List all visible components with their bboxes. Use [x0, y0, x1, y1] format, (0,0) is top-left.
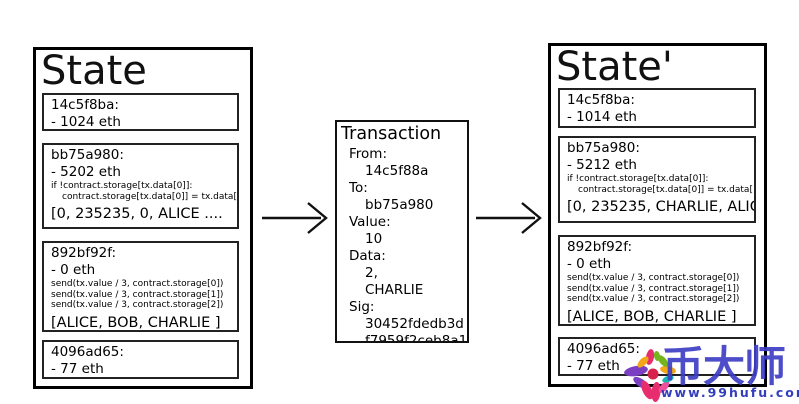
right-state-box: State' 14c5f8ba: - 1014 eth bb75a980: - …: [548, 43, 767, 387]
account-code-line: contract.storage[tx.data[0]] = tx.data[1…: [578, 184, 756, 195]
account-balance: - 77 eth: [567, 358, 620, 374]
flower-logo-icon: [624, 349, 676, 402]
account-balance: - 5202 eth: [51, 164, 121, 180]
tx-data-value: 2,: [365, 265, 378, 281]
account-storage-array: [ALICE, BOB, CHARLIE ]: [51, 314, 221, 331]
account-code-line: send(tx.value / 3, contract.storage[1]): [567, 283, 740, 294]
account-code-line: if !contract.storage[tx.data[0]]:: [51, 181, 193, 191]
account-box-bb75a980: bb75a980: - 5202 eth if !contract.storag…: [42, 143, 239, 229]
tx-from-value: 14c5f88a: [365, 163, 429, 179]
tx-sig-label: Sig:: [349, 299, 375, 315]
account-code-line: send(tx.value / 3, contract.storage[2]): [567, 294, 740, 304]
account-code-line: send(tx.value / 3, contract.storage[0]): [567, 273, 740, 283]
arrow-transaction-to-state-icon: [476, 202, 542, 234]
account-storage-array: [0, 235235, CHARLIE, ALICE ..: [567, 199, 754, 215]
account-box-14c5f8ba: 14c5f8ba: - 1014 eth: [558, 88, 756, 128]
account-balance: - 1014 eth: [567, 109, 637, 125]
tx-to-value: bb75a980: [365, 197, 434, 213]
tx-value-value: 10: [365, 231, 383, 247]
account-box-14c5f8ba: 14c5f8ba: - 1024 eth: [42, 93, 239, 131]
tx-data-value: CHARLIE: [365, 282, 424, 298]
account-address: bb75a980:: [567, 140, 640, 156]
account-code-line: send(tx.value / 3, contract.storage[1]): [51, 289, 224, 300]
account-address: bb75a980:: [51, 147, 124, 163]
account-balance: - 0 eth: [51, 262, 96, 278]
account-address: 4096ad65:: [567, 341, 640, 357]
account-storage-array: [0, 235235, 0, ALICE ....: [51, 206, 223, 222]
account-box-bb75a980: bb75a980: - 5212 eth if !contract.storag…: [558, 136, 756, 223]
right-state-title: State': [556, 44, 673, 90]
account-balance: - 0 eth: [567, 256, 612, 272]
account-balance: - 1024 eth: [51, 114, 121, 130]
account-box-4096ad65: 4096ad65: - 77 eth: [42, 340, 239, 379]
account-storage-array: [ALICE, BOB, CHARLIE ]: [567, 308, 737, 325]
account-address: 892bf92f:: [567, 239, 633, 255]
left-state-title: State: [41, 48, 147, 94]
account-address: 4096ad65:: [51, 344, 124, 360]
account-code-line: send(tx.value / 3, contract.storage[0]): [51, 279, 224, 289]
account-address: 14c5f8ba:: [567, 92, 635, 108]
tx-sig-value: 30452fdedb3d: [365, 316, 464, 332]
account-box-892bf92f: 892bf92f: - 0 eth send(tx.value / 3, con…: [558, 235, 756, 326]
account-code-line: send(tx.value / 3, contract.storage[2]): [51, 300, 224, 310]
account-code-line: if !contract.storage[tx.data[0]]:: [567, 174, 709, 184]
tx-sig-value: f7959f2ceb8a1: [365, 333, 468, 343]
arrow-state-to-transaction-icon: [262, 202, 328, 234]
tx-data-label: Data:: [349, 248, 386, 264]
account-address: 892bf92f:: [51, 245, 117, 261]
transaction-box: Transaction From: 14c5f88a To: bb75a980 …: [335, 120, 469, 343]
account-balance: - 77 eth: [51, 361, 104, 377]
account-box-892bf92f: 892bf92f: - 0 eth send(tx.value / 3, con…: [42, 241, 239, 332]
account-address: 14c5f8ba:: [51, 97, 119, 113]
transaction-title: Transaction: [341, 124, 442, 144]
account-balance: - 5212 eth: [567, 157, 637, 173]
tx-value-label: Value:: [349, 214, 391, 230]
tx-from-label: From:: [349, 146, 387, 162]
left-state-box: State 14c5f8ba: - 1024 eth bb75a980: - 5…: [33, 47, 253, 389]
account-code-line: contract.storage[tx.data[0]] = tx.data[1…: [62, 191, 239, 202]
tx-to-label: To:: [349, 180, 368, 196]
